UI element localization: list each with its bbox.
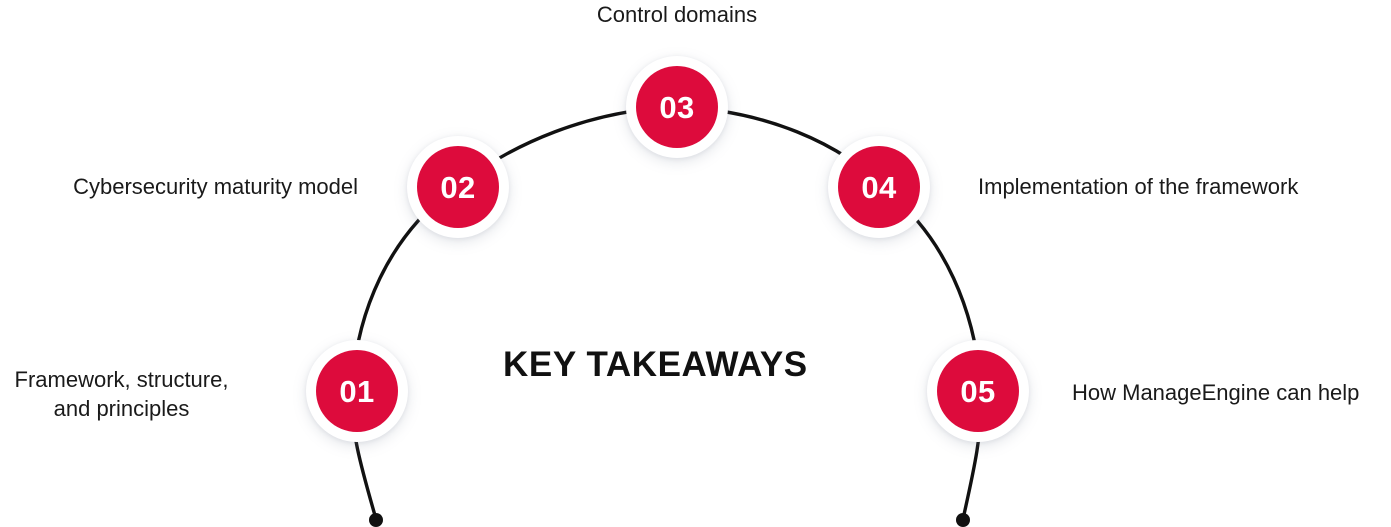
step-node-02[interactable]: 02 [407,136,509,238]
page-title: KEY TAKEAWAYS [503,345,808,384]
step-disc-04: 04 [838,146,920,228]
step-node-05[interactable]: 05 [927,340,1029,442]
step-disc-02: 02 [417,146,499,228]
step-node-04[interactable]: 04 [828,136,930,238]
step-label-03: Control domains [596,2,758,27]
step-disc-03: 03 [636,66,718,148]
step-number-04: 04 [861,169,897,205]
step-node-01[interactable]: 01 [306,340,408,442]
step-disc-05: 05 [937,350,1019,432]
step-label-02: Cybersecurity maturity model [73,174,358,199]
arc-end-dot-right [956,513,970,527]
step-number-03: 03 [659,89,695,125]
step-label-04: Implementation of the framework [978,174,1299,199]
step-label-05: How ManageEngine can help [1072,380,1360,405]
step-number-02: 02 [440,169,476,205]
step-number-01: 01 [339,373,375,409]
step-node-03[interactable]: 03 [626,56,728,158]
step-disc-01: 01 [316,350,398,432]
step-number-05: 05 [960,373,996,409]
step-label-01: Framework, structure, and principles [14,367,229,422]
arc-end-dot-left [369,513,383,527]
